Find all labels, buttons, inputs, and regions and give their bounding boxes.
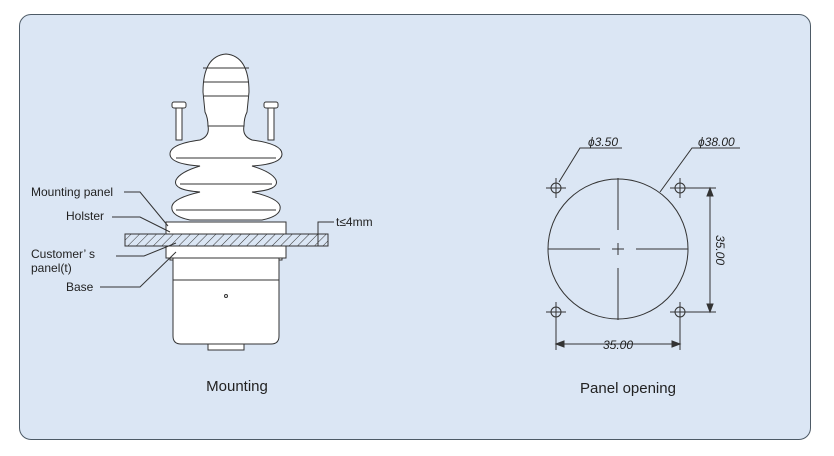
dim-vertical: 35.00 (713, 235, 727, 265)
mount-hole-bl (546, 302, 566, 322)
leader-lines (100, 191, 334, 288)
mount-hole-tl (546, 178, 566, 198)
left-screw (171, 101, 187, 141)
joystick-drawing (124, 53, 329, 351)
caption-mounting: Mounting (206, 378, 268, 395)
label-holster: Holster (66, 209, 104, 223)
caption-panel-opening: Panel opening (580, 380, 676, 397)
label-cutout-diameter: ϕ38.00 (698, 135, 735, 149)
dim-horizontal: 35.00 (603, 338, 633, 352)
holster (165, 221, 287, 235)
label-hole-diameter: ϕ3.50 (588, 135, 618, 149)
joystick-handle (202, 53, 250, 127)
mount-hole-tr (670, 178, 690, 198)
label-customer-panel-2: panel(t) (31, 261, 72, 275)
mount-hole-br (670, 302, 690, 322)
panel-opening-drawing (546, 147, 740, 350)
base-flange (165, 245, 287, 259)
label-thickness: t≤4mm (336, 215, 373, 229)
right-screw (263, 101, 279, 141)
label-mounting-panel: Mounting panel (31, 185, 113, 199)
base-body (172, 257, 280, 345)
customer-panel (124, 233, 329, 247)
label-base: Base (66, 280, 94, 294)
bellows-boot (169, 125, 283, 221)
label-customer-panel-1: Customer’ s (31, 247, 95, 261)
